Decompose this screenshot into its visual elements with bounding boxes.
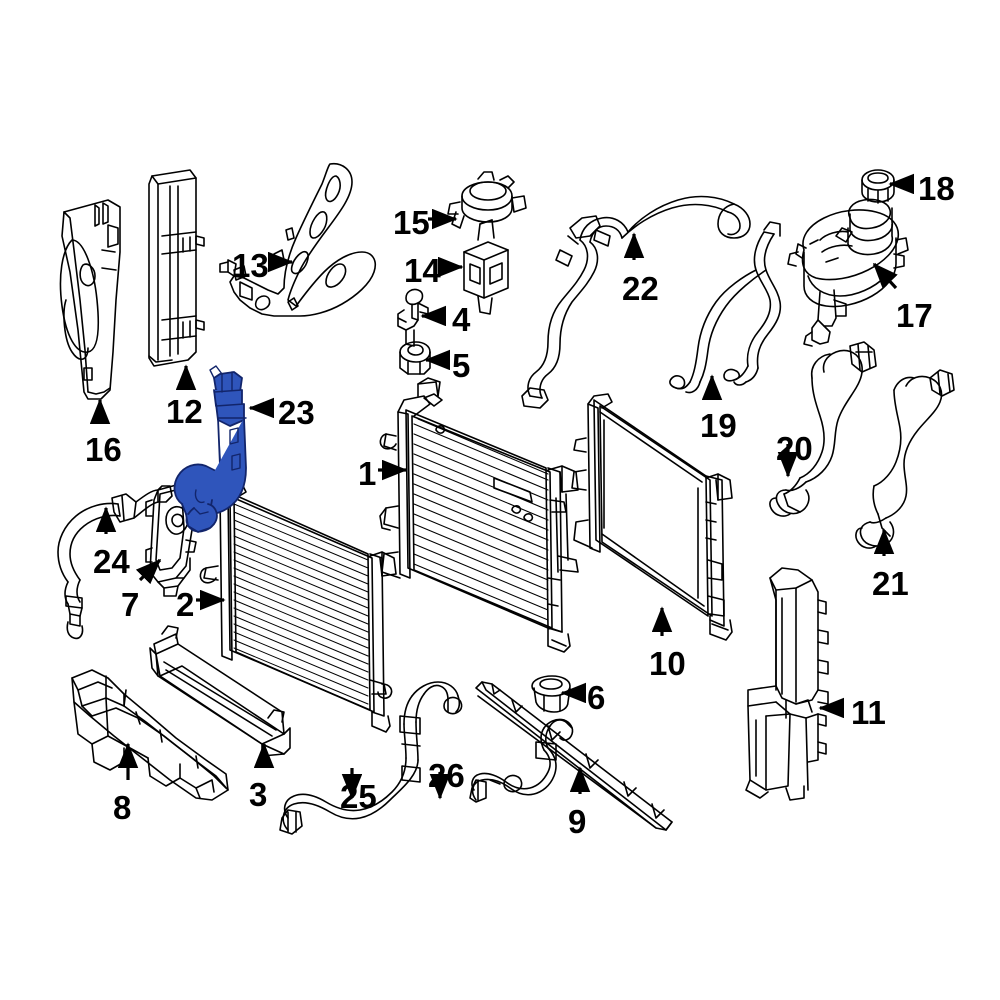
callout-label-25[interactable]: 25 (340, 778, 377, 815)
callout-label-17[interactable]: 17 (896, 297, 933, 334)
callout-label-5[interactable]: 5 (452, 347, 471, 384)
part-23-coolant-hose-highlighted (173, 371, 247, 533)
callout-label-26[interactable]: 26 (428, 757, 465, 794)
part-19-coolant-line (669, 221, 782, 394)
part-1-radiator (379, 377, 579, 653)
callout-label-6[interactable]: 6 (587, 679, 606, 716)
part-2-ac-condenser (199, 483, 397, 733)
callout-label-1[interactable]: 1 (358, 455, 377, 492)
part-26-return-hose (469, 718, 574, 803)
part-12-side-panel (148, 169, 205, 367)
callout-label-24[interactable]: 24 (93, 543, 130, 580)
callout-label-22[interactable]: 22 (622, 270, 659, 307)
part-3-engine-oil-cooler (149, 625, 291, 757)
part-25-lower-coolant-hose (279, 681, 463, 835)
part-8-lower-air-deflector (71, 669, 229, 801)
part-14-control-valve (463, 219, 509, 315)
callout-leader-lines (89, 173, 914, 800)
part-15-coolant-sensor (447, 171, 527, 229)
callout-label-18[interactable]: 18 (918, 170, 955, 207)
callout-label-19[interactable]: 19 (700, 407, 737, 444)
callout-label-9[interactable]: 9 (568, 803, 587, 840)
callout-label-12[interactable]: 12 (166, 393, 203, 430)
callout-label-14[interactable]: 14 (404, 252, 441, 289)
leader-7 (135, 558, 162, 585)
callout-label-16[interactable]: 16 (85, 431, 122, 468)
callout-label-3[interactable]: 3 (249, 776, 268, 813)
part-5-rubber-grommet (399, 341, 431, 375)
callout-label-13[interactable]: 13 (232, 247, 269, 284)
part-18-expansion-tank-cap (861, 169, 895, 204)
part-17-coolant-expansion-tank (787, 198, 909, 347)
callout-label-23[interactable]: 23 (278, 394, 315, 431)
callout-label-7[interactable]: 7 (121, 586, 140, 623)
callout-label-10[interactable]: 10 (649, 645, 686, 682)
callout-label-20[interactable]: 20 (776, 430, 813, 467)
callout-label-8[interactable]: 8 (113, 789, 132, 826)
part-22-ac-refrigerant-hose (521, 195, 751, 409)
part-4-mounting-screw (397, 288, 429, 347)
callout-label-21[interactable]: 21 (872, 565, 909, 602)
part-10-fan-shroud-frame (571, 393, 733, 641)
part-20-upper-radiator-hose (769, 341, 877, 517)
part-21-lower-radiator-hose (855, 369, 955, 549)
part-11-side-air-guide (745, 567, 829, 801)
leader-17 (872, 262, 898, 290)
part-23-hose-details (193, 365, 247, 515)
callout-label-2[interactable]: 2 (176, 586, 195, 623)
part-24-heater-hose (57, 485, 173, 640)
callout-label-11[interactable]: 11 (851, 694, 886, 731)
callout-label-4[interactable]: 4 (452, 301, 471, 338)
part-16-air-duct-shroud (59, 199, 121, 400)
callout-label-15[interactable]: 15 (393, 204, 430, 241)
part-13-support-bracket (219, 162, 377, 317)
